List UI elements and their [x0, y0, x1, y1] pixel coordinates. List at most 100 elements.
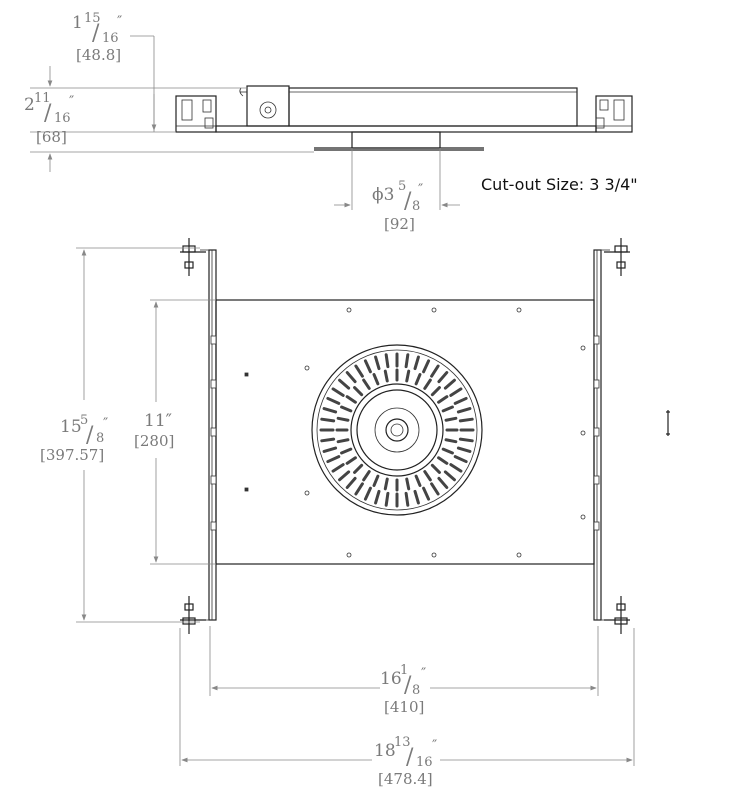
svg-text:8: 8	[96, 431, 104, 446]
side-clip-mark	[666, 410, 670, 436]
heat-sink-slot	[444, 438, 458, 444]
heat-sink-slot	[331, 387, 345, 397]
heat-sink-slot	[430, 364, 440, 378]
right-mount-bracket	[595, 95, 633, 133]
junction-box	[239, 85, 290, 127]
heat-sink-slot	[384, 353, 390, 369]
dim-height: 2 11 / 16 ″ [68]	[24, 91, 74, 146]
svg-text:″: ″	[117, 14, 122, 30]
svg-text:/: /	[92, 21, 100, 46]
heat-sink-slot	[437, 371, 449, 384]
svg-text:/: /	[404, 189, 412, 214]
heat-sink-slot	[444, 416, 458, 422]
heat-sink-slot	[353, 386, 364, 397]
heat-sink-slot	[336, 416, 350, 422]
svg-text:[280]: [280]	[134, 432, 174, 450]
heat-sink-slot	[353, 463, 364, 474]
svg-text:16: 16	[416, 755, 433, 770]
heat-sink-slot	[414, 474, 422, 487]
svg-text:8: 8	[412, 683, 420, 698]
heat-sink-slot	[456, 446, 472, 453]
left-mount-bracket	[175, 95, 217, 133]
heat-sink-slot	[414, 373, 422, 386]
svg-text:[410]: [410]	[384, 698, 424, 716]
heat-sink-slot	[338, 378, 351, 390]
heat-sink-slot	[453, 396, 468, 405]
dim-overall-width: 18 13 / 16 ″ [478.4]	[374, 735, 437, 788]
heat-sink-slot	[345, 371, 357, 384]
heat-sink-slot	[354, 364, 364, 378]
heat-sink-slot	[449, 387, 463, 397]
heat-sink-slot	[383, 369, 389, 383]
plate-holes	[244, 307, 586, 558]
heat-sink-slot	[363, 486, 372, 501]
svg-text:″: ″	[69, 94, 74, 110]
heat-sink-slot	[326, 455, 341, 464]
mount-screw-top-left	[180, 238, 206, 276]
mount-screw-top-right	[604, 238, 630, 276]
svg-text:2: 2	[24, 95, 35, 115]
heat-sink-slot	[345, 395, 357, 404]
svg-text:/: /	[404, 673, 412, 698]
heat-sink-slot	[405, 477, 411, 491]
cutout-size-note: Cut-out Size: 3 3/4"	[481, 175, 638, 194]
heat-sink-slot	[362, 470, 371, 482]
heat-sink-slot	[443, 378, 456, 390]
heat-sink-slot	[430, 463, 441, 474]
heat-sink-slot	[441, 447, 454, 455]
mount-screw-bottom-right	[604, 596, 630, 634]
svg-text:15: 15	[60, 417, 82, 437]
heat-sink-slot	[453, 455, 468, 464]
svg-text:13: 13	[394, 735, 411, 750]
svg-text:1: 1	[72, 13, 83, 33]
dim-aperture: ϕ3 5 / 8 ″ [92]	[372, 179, 423, 233]
heat-sink-slot	[456, 407, 472, 414]
heat-sink-slot	[404, 491, 410, 507]
heat-sink-slot	[404, 353, 410, 369]
dim-plate-width: 16 1 / 8 ″ [410]	[380, 663, 426, 716]
heat-sink-slot	[437, 476, 449, 489]
svg-text:[478.4]: [478.4]	[378, 770, 433, 788]
svg-text:18: 18	[374, 741, 396, 761]
heat-sink-slot	[322, 446, 338, 453]
heat-sink-slot	[320, 417, 336, 423]
svg-text:[68]: [68]	[36, 128, 67, 146]
svg-text:15: 15	[84, 11, 101, 26]
heat-sink-slot	[441, 405, 454, 413]
heat-sink-slot	[345, 476, 357, 489]
heat-sink-slot	[340, 447, 353, 455]
heat-sink-slot	[372, 474, 380, 487]
heat-sink-slot	[405, 369, 411, 383]
heat-sink-slot	[437, 395, 449, 404]
svg-text:″: ″	[432, 738, 437, 754]
heat-sink-slot	[338, 470, 351, 482]
heat-sink-slot	[362, 378, 371, 390]
svg-text:16: 16	[54, 111, 71, 126]
heat-sink-slot	[423, 378, 432, 390]
heat-sink-slot	[320, 437, 336, 443]
svg-text:16: 16	[102, 31, 119, 46]
mounting-plate	[215, 299, 595, 565]
svg-text:″: ″	[421, 666, 426, 682]
svg-text:5: 5	[398, 179, 406, 194]
heat-sink-slot	[322, 407, 338, 414]
heat-sink-slot	[326, 396, 341, 405]
rail-tabs	[210, 335, 600, 531]
heat-sink-slot	[430, 482, 440, 496]
heat-sink-slot	[437, 456, 449, 465]
svg-text:/: /	[44, 101, 52, 126]
heat-sink-slot	[374, 489, 381, 505]
svg-text:11″: 11″	[144, 411, 172, 431]
heat-sink-slot	[458, 437, 474, 443]
mounting-rail	[215, 125, 597, 133]
svg-text:/: /	[406, 745, 414, 770]
heat-sink-slot	[354, 482, 364, 496]
dim-plate-depth: 11″ [280]	[134, 411, 174, 450]
side-view	[30, 35, 633, 210]
heat-sink-slot	[340, 405, 353, 413]
heat-sink-slot	[422, 359, 431, 374]
heat-sink-slot	[430, 386, 441, 397]
dim-overall-depth: 15 5 / 8 ″ [397.57]	[40, 413, 108, 464]
heat-sink-slot	[443, 470, 456, 482]
